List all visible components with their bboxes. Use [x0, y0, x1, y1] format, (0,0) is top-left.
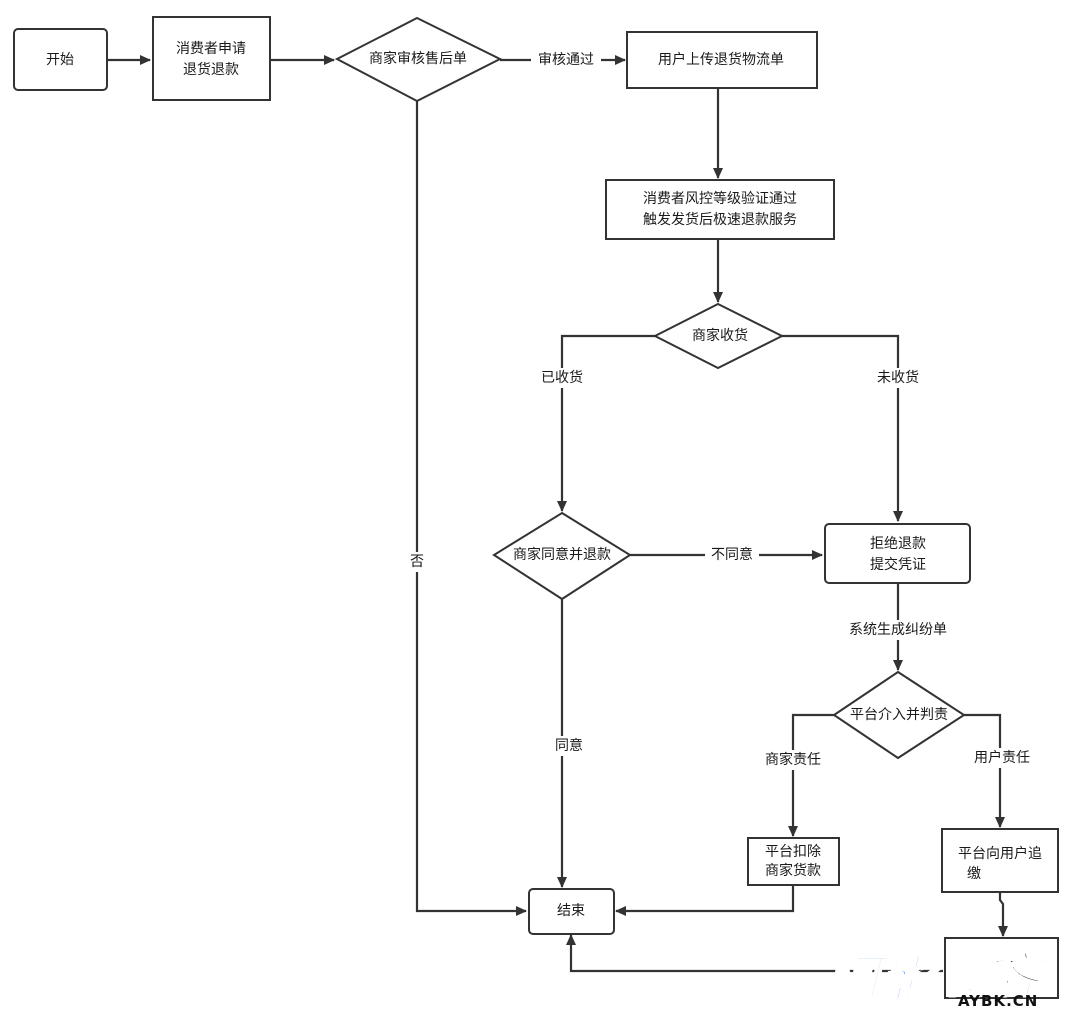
node-review: 商家审核售后单: [334, 16, 503, 103]
node-deduct: 平台扣除 商家货款: [747, 837, 840, 886]
node-start: 开始: [13, 28, 108, 91]
node-risk: 消费者风控等级验证通过 触发发货后极速退款服务: [605, 179, 835, 240]
node-agree-refund-label: 商家同意并退款: [513, 546, 611, 563]
edge-review-end: [415, 101, 527, 916]
node-platform-label: 平台介入并判责: [850, 707, 948, 723]
label-approved: 审核通过: [538, 52, 594, 68]
edge-recover-hidden: [998, 893, 1008, 937]
node-apply: 消费者申请 退货退款: [152, 16, 271, 101]
edges: [108, 55, 1008, 973]
node-apply-line2: 退货退款: [183, 61, 239, 78]
node-apply-line1: 消费者申请: [176, 41, 246, 57]
node-risk-line1: 消费者风控等级验证通过: [643, 190, 797, 207]
node-receive-label: 商家收货: [692, 327, 748, 344]
node-recover-line2: 缴: [967, 866, 981, 882]
label-dispute: 系统生成纠纷单: [849, 622, 947, 638]
node-start-label: 开始: [46, 52, 74, 68]
node-hidden-line1: ……: [986, 950, 1014, 966]
label-not-received: 未收货: [877, 369, 919, 386]
edge-hidden-end: [566, 934, 943, 973]
label-received: 已收货: [541, 369, 583, 386]
node-hidden-line2: ……: [986, 970, 1014, 986]
node-deduct-line1: 平台扣除: [765, 844, 821, 860]
node-upload: 用户上传退货物流单: [626, 31, 818, 89]
watermark-domain: AYBK.CN: [958, 992, 1038, 1010]
node-risk-line2: 触发发货后极速退款服务: [643, 211, 797, 228]
edge-receive-agree: [557, 334, 655, 512]
node-platform: 平台介入并判责: [832, 670, 966, 760]
label-disagree: 不同意: [711, 546, 753, 563]
label-agree: 同意: [555, 737, 583, 754]
edge-labels: 审核通过 否 已收货 未收货 不同意 同意 系统生成纠纷单 商家责任 用户责任: [409, 50, 1033, 770]
node-recover-line1: 平台向用户追: [958, 845, 1042, 862]
node-deduct-line2: 商家货款: [765, 862, 821, 879]
node-review-label: 商家审核售后单: [369, 50, 467, 67]
label-merchant-fault: 商家责任: [765, 751, 821, 768]
node-reject-line1: 拒绝退款: [870, 536, 926, 552]
edge-platform-recover: [964, 713, 1005, 828]
label-no: 否: [410, 554, 424, 570]
edge-deduct-end: [615, 886, 795, 916]
node-reject: 拒绝退款 提交凭证: [824, 523, 971, 584]
edge-receive-reject: [782, 334, 903, 522]
node-receive: 商家收货: [652, 302, 785, 370]
node-recover: 平台向用户追 缴: [941, 828, 1059, 893]
node-end: 结束: [528, 888, 615, 935]
watermark-logo: 阿影 博客 AYBK.CN: [825, 947, 1048, 1012]
node-end-label: 结束: [557, 903, 585, 919]
node-upload-label: 用户上传退货物流单: [658, 51, 784, 68]
edge-platform-deduct: [788, 713, 834, 837]
node-agree-refund: 商家同意并退款: [492, 511, 632, 601]
node-reject-line2: 提交凭证: [870, 556, 926, 573]
watermark-text-a: 阿影: [826, 948, 942, 1011]
watermark-text-b: 博客: [944, 948, 1047, 1004]
label-user-fault: 用户责任: [974, 749, 1030, 766]
node-hidden: …… ……: [944, 937, 1059, 999]
